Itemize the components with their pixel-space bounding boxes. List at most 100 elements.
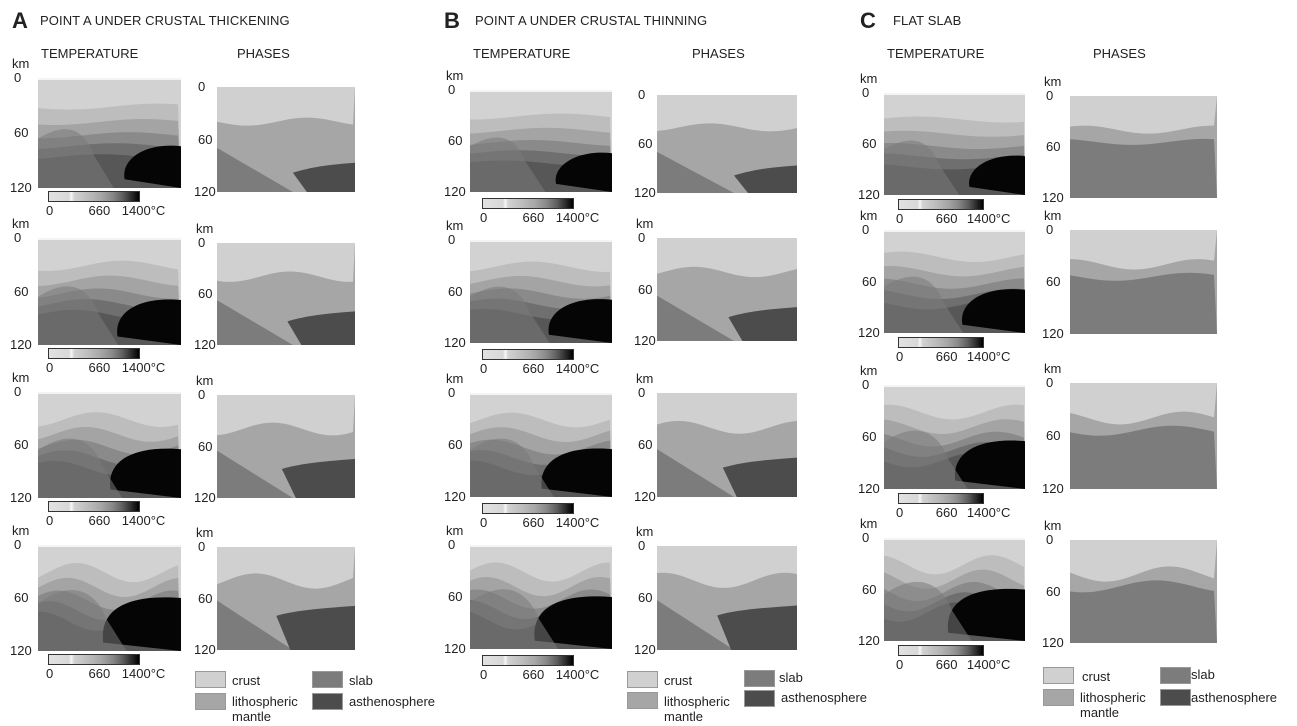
depth-tick-0: 0 <box>14 70 22 85</box>
depth-tick-0: 0 <box>448 82 456 97</box>
crust-swatch <box>195 671 226 688</box>
depth-tick-120: 120 <box>858 481 880 496</box>
colorbar-tick-1400: 1400°C <box>555 515 600 530</box>
lithospheric-mantle-swatch <box>195 693 226 710</box>
asthenosphere-swatch <box>312 693 343 710</box>
depth-tick-0: 0 <box>638 87 646 102</box>
temperature-plot-a-1 <box>38 78 181 188</box>
phases-header-a: PHASES <box>237 46 290 61</box>
depth-tick-60: 60 <box>1046 428 1061 443</box>
colorbar-tick-660: 660 <box>88 360 111 375</box>
depth-tick-0: 0 <box>448 385 456 400</box>
depth-tick-60: 60 <box>14 283 29 299</box>
depth-tick-0: 0 <box>1046 532 1054 547</box>
depth-tick-60: 60 <box>448 589 463 604</box>
slab-swatch <box>744 670 775 687</box>
lithospheric-mantle-swatch <box>1043 689 1074 706</box>
colorbar-tick-0: 0 <box>896 505 904 520</box>
colorbar-tick-660: 660 <box>935 349 958 364</box>
depth-tick-0: 0 <box>862 85 870 100</box>
asthenosphere-label: asthenosphere <box>781 690 868 705</box>
depth-tick-120: 120 <box>634 489 656 504</box>
depth-axis-unit: km <box>860 363 878 378</box>
phases-plot-b-3 <box>657 393 797 497</box>
depth-tick-0: 0 <box>638 538 646 553</box>
colorbar-tick-0: 0 <box>896 657 904 672</box>
temperature-plot-b-1 <box>470 90 612 192</box>
temperature-plot-b-4 <box>470 545 612 649</box>
depth-axis-unit: km <box>12 370 30 385</box>
crust-label: crust <box>1082 669 1111 684</box>
depth-tick-0: 0 <box>1046 88 1054 103</box>
colorbar-tick-660: 660 <box>522 210 545 225</box>
depth-tick-60: 60 <box>198 590 213 606</box>
depth-tick-60: 60 <box>198 286 213 301</box>
colorbar-tick-660: 660 <box>522 361 545 376</box>
phases-plot-a-1 <box>217 87 355 192</box>
phases-plot-b-4 <box>657 546 797 650</box>
depth-tick-120: 120 <box>634 185 656 200</box>
depth-tick-60: 60 <box>1046 139 1061 154</box>
depth-tick-120: 120 <box>444 641 466 656</box>
lithospheric-mantle-swatch <box>627 692 658 709</box>
depth-axis-unit: km <box>860 516 878 531</box>
colorbar-tick-0: 0 <box>480 210 488 225</box>
depth-tick-120: 120 <box>858 325 880 340</box>
depth-tick-120: 120 <box>10 180 32 195</box>
temperature-colorbar-b-2 <box>482 349 574 360</box>
colorbar-tick-0: 0 <box>46 360 54 375</box>
phases-header-c: PHASES <box>1093 46 1146 61</box>
slab-label: slab <box>1191 667 1215 682</box>
colorbar-tick-0: 0 <box>480 361 488 376</box>
phases-plot-b-1 <box>657 95 797 193</box>
temperature-plot-c-2 <box>884 230 1025 333</box>
slab-label: slab <box>349 673 373 688</box>
colorbar-tick-1400: 1400°C <box>121 360 166 375</box>
depth-tick-0: 0 <box>1046 375 1054 390</box>
temperature-header-c: TEMPERATURE <box>887 46 985 61</box>
colorbar-tick-0: 0 <box>46 203 54 218</box>
temperature-plot-c-4 <box>884 538 1025 641</box>
slab-swatch <box>312 671 343 688</box>
temperature-plot-b-2 <box>470 240 612 343</box>
phases-plot-c-2 <box>1070 230 1217 334</box>
colorbar-tick-1400: 1400°C <box>966 211 1011 226</box>
colorbar-tick-660: 660 <box>522 515 545 530</box>
colorbar-tick-660: 660 <box>522 667 545 682</box>
colorbar-tick-660: 660 <box>935 657 958 672</box>
depth-tick-120: 120 <box>858 187 880 202</box>
depth-axis-unit: km <box>1044 361 1062 376</box>
temperature-colorbar-b-1 <box>482 198 574 209</box>
depth-tick-120: 120 <box>10 643 32 658</box>
depth-axis-unit: km <box>446 218 464 233</box>
lithospheric-label: lithospheric <box>664 694 730 709</box>
depth-tick-120: 120 <box>1042 190 1064 205</box>
depth-tick-120: 120 <box>10 490 32 505</box>
depth-axis-unit: km <box>636 216 654 231</box>
temperature-plot-c-1 <box>884 93 1025 195</box>
depth-tick-60: 60 <box>638 281 653 297</box>
temperature-colorbar-b-3 <box>482 503 574 514</box>
depth-tick-60: 60 <box>448 133 463 148</box>
depth-tick-0: 0 <box>198 539 206 554</box>
temperature-plot-a-2 <box>38 238 181 345</box>
depth-tick-0: 0 <box>862 530 870 545</box>
depth-axis-unit: km <box>12 216 30 231</box>
depth-tick-60: 60 <box>14 590 29 605</box>
depth-axis-unit: km <box>1044 518 1062 533</box>
colorbar-tick-0: 0 <box>46 513 54 528</box>
slab-swatch <box>1160 667 1191 684</box>
depth-tick-60: 60 <box>638 136 653 151</box>
depth-tick-0: 0 <box>862 222 870 237</box>
depth-tick-60: 60 <box>862 581 877 597</box>
depth-tick-120: 120 <box>194 184 216 199</box>
phases-plot-c-3 <box>1070 383 1217 489</box>
colorbar-tick-660: 660 <box>88 203 111 218</box>
phases-plot-b-2 <box>657 238 797 341</box>
depth-axis-unit: km <box>196 373 214 388</box>
panel-b-letter: B <box>444 8 460 33</box>
depth-axis-unit: km <box>12 56 30 71</box>
colorbar-tick-1400: 1400°C <box>555 667 600 682</box>
crust-swatch <box>627 671 658 688</box>
depth-tick-120: 120 <box>444 335 466 350</box>
